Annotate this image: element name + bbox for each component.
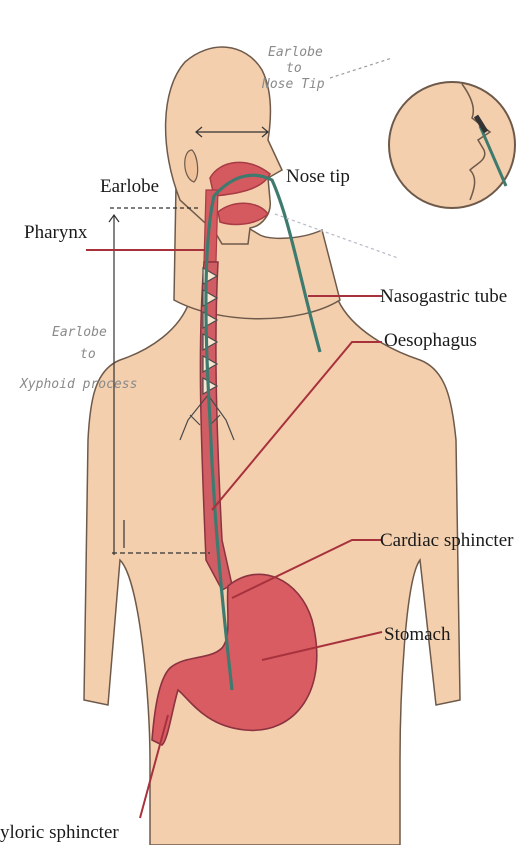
measure-xyphoid-line-1: Earlobe <box>52 325 107 340</box>
measure-nose-line-3: Nose Tip <box>261 77 325 92</box>
inset-connector-top <box>330 58 392 78</box>
torso-outline <box>84 300 460 845</box>
label-oesophagus: Oesophagus <box>384 330 477 351</box>
measure-nose-line-1: Earlobe <box>268 45 323 60</box>
label-nasogastric-tube: Nasogastric tube <box>380 286 507 307</box>
label-pharynx: Pharynx <box>24 222 88 243</box>
label-earlobe: Earlobe <box>100 176 159 197</box>
measure-xyphoid-line-2: to <box>80 347 96 362</box>
measure-xyphoid-line-3: Xyphoid process <box>19 377 137 392</box>
inset-circle <box>389 82 515 208</box>
label-nose-tip: Nose tip <box>286 166 350 187</box>
label-stomach: Stomach <box>384 624 451 645</box>
label-pyloric-sphincter: yloric sphincter <box>0 822 119 843</box>
measure-nose-line-2: to <box>286 61 302 76</box>
label-cardiac-sphincter: Cardiac sphincter <box>380 530 514 551</box>
